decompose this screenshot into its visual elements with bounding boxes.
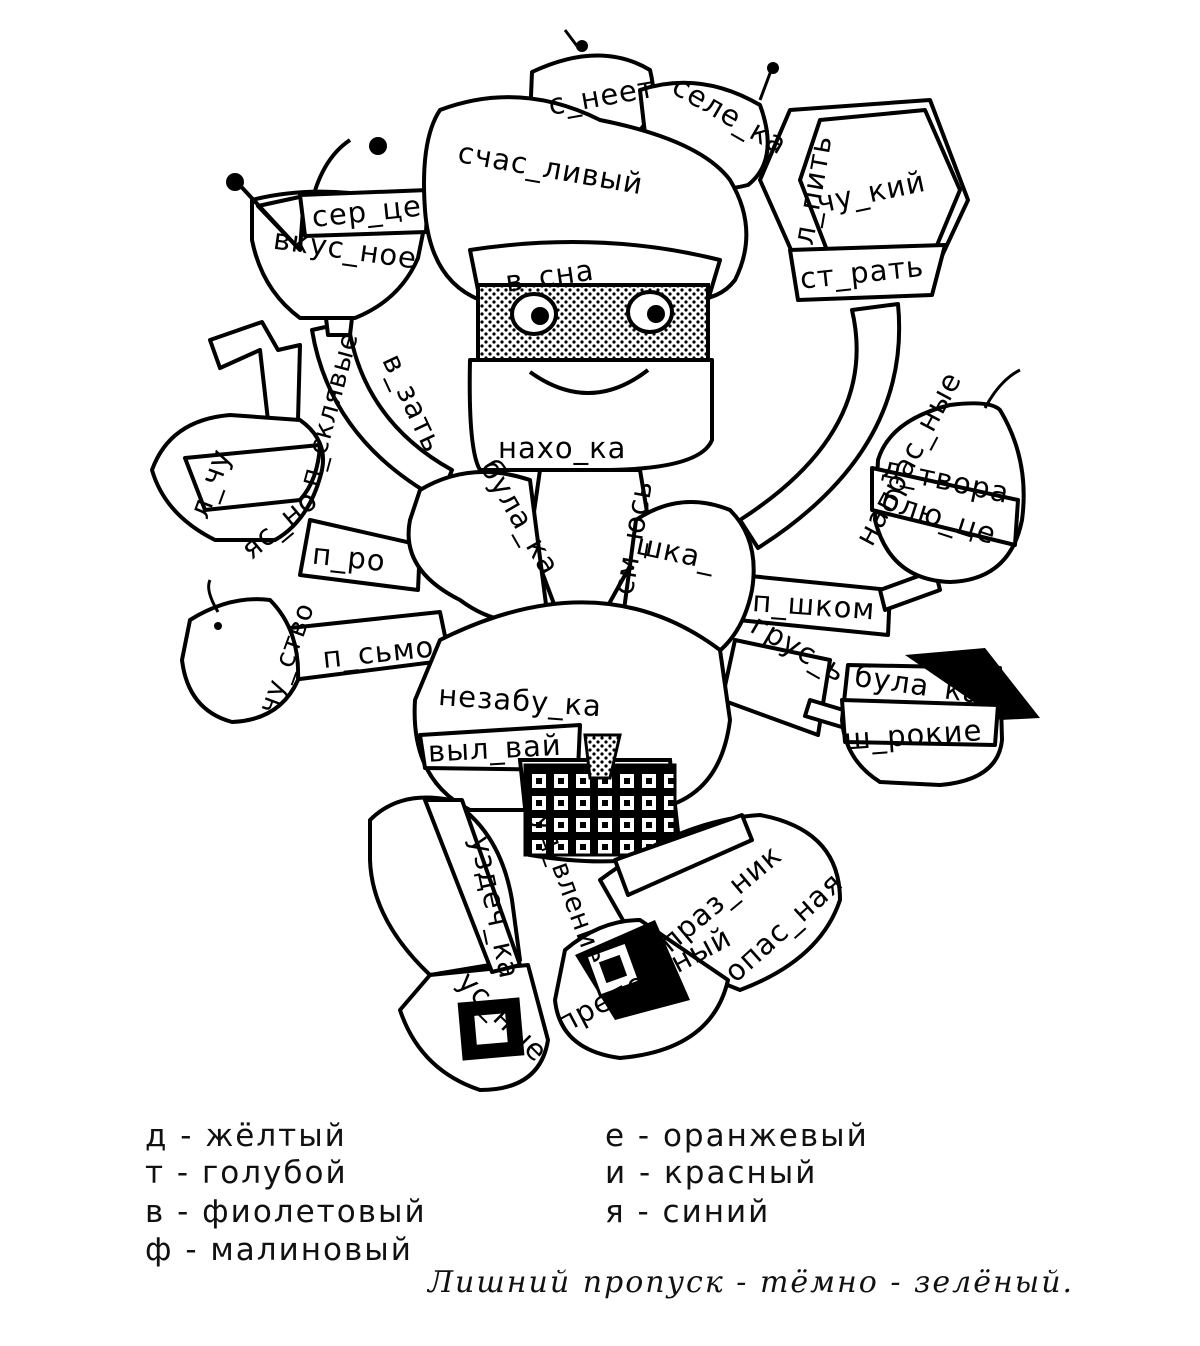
legend-right-1: е - оранжевый — [605, 1118, 869, 1154]
legend-left-4: ф - малиновый — [145, 1232, 413, 1268]
legend-left-3: в - фиолетовый — [145, 1194, 427, 1230]
legend-left-2: т - голубой — [145, 1155, 348, 1191]
box-top-right — [758, 98, 970, 302]
word-vylivay: выл_вай — [427, 728, 562, 769]
word-pero: п_ро — [311, 537, 388, 579]
torso — [406, 468, 756, 864]
legend-right-3: я - синий — [605, 1194, 771, 1230]
bowl-top-left — [226, 137, 430, 337]
bowl-left — [150, 413, 325, 542]
legend-right-2: и - красный — [605, 1155, 818, 1191]
legend-note: Лишний пропуск - тёмно - зелёный. — [428, 1265, 1075, 1300]
legs — [368, 795, 842, 1092]
head — [422, 95, 749, 472]
pear-right — [870, 368, 1026, 584]
legend-left-1: д - жёлтый — [145, 1118, 347, 1154]
left-lower-arm-1 — [298, 518, 422, 592]
apple-left — [180, 579, 301, 724]
word-nakhodka: нахо_ка — [498, 431, 626, 465]
bowl-right-lower — [840, 648, 1040, 787]
right-upper-arm — [738, 302, 902, 550]
right-lower-arm-2 — [720, 638, 832, 737]
